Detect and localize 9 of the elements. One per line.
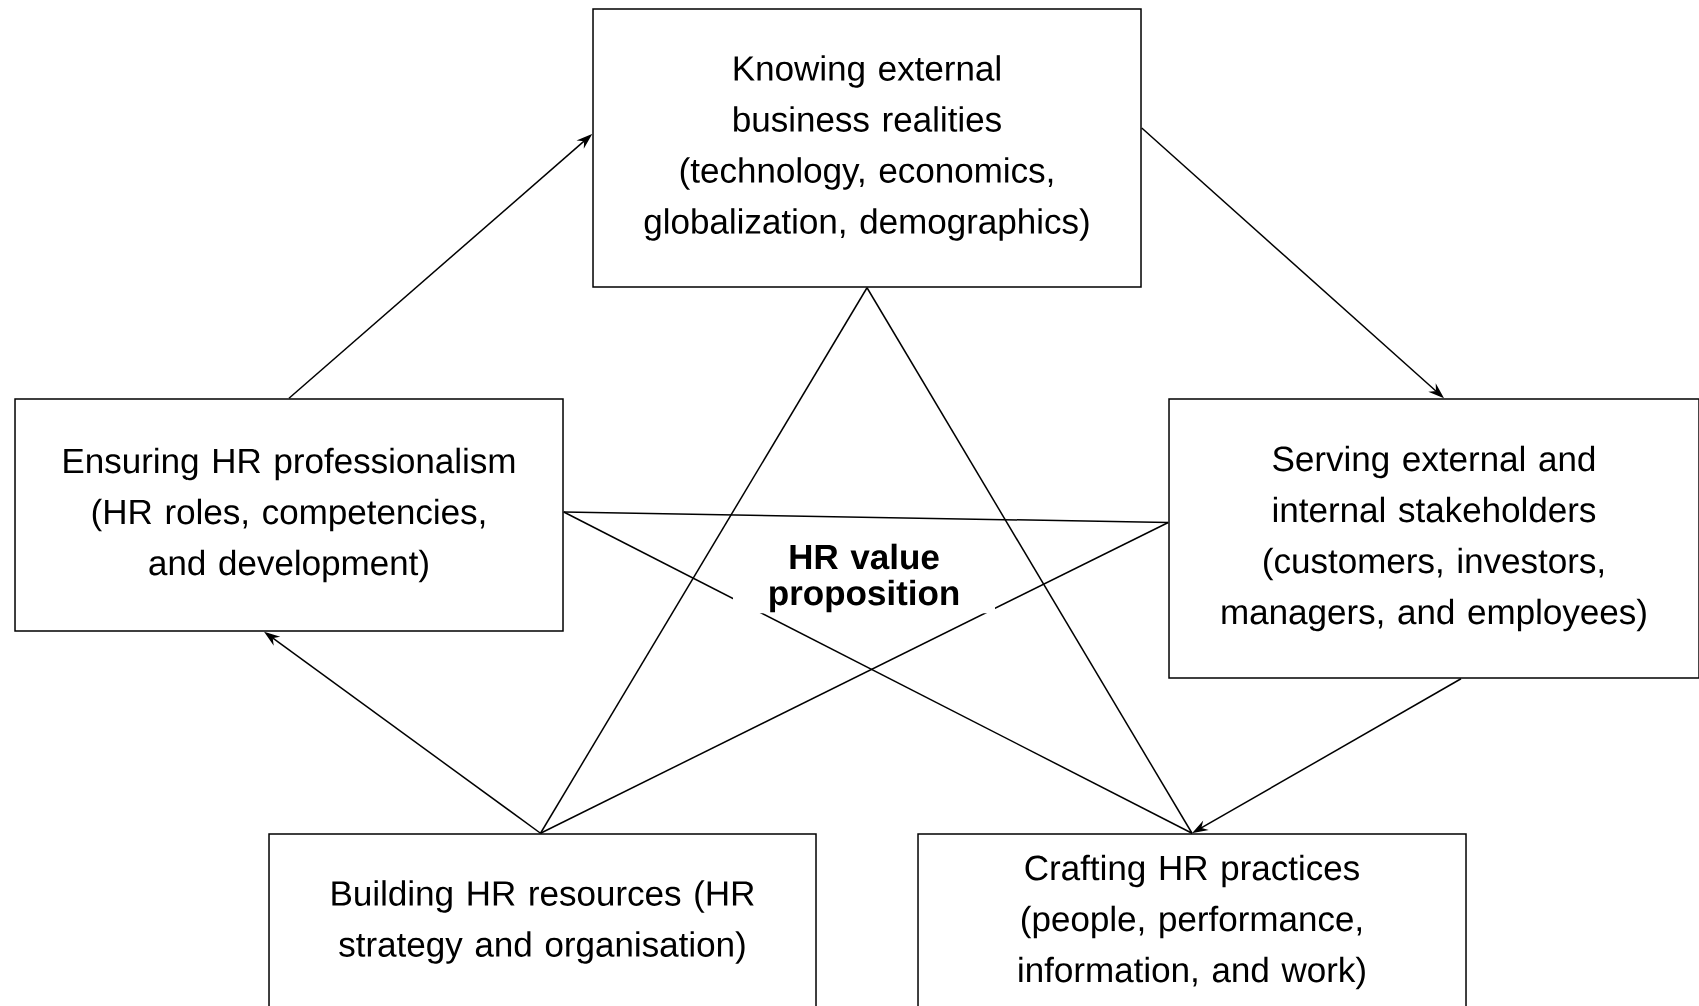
connector-line [866,287,1193,834]
text-box: Serving external and internal stakeholders (customers, investors, managers, and employees) [1168,398,1699,679]
text-box: Building HR resources (HR strategy and organisation) [268,833,817,1006]
text-box: Ensuring HR professionalism (HR roles, competencies, and development) [14,398,564,632]
connector-line [563,511,1169,524]
connector-line [539,287,868,834]
center-label: HR value proposition [733,542,995,614]
text-box: Crafting HR practices (people, performance, information, and work) [917,833,1467,1006]
text-box: Knowing external business realities (technology, economics, globalization, demographics) [592,8,1142,288]
